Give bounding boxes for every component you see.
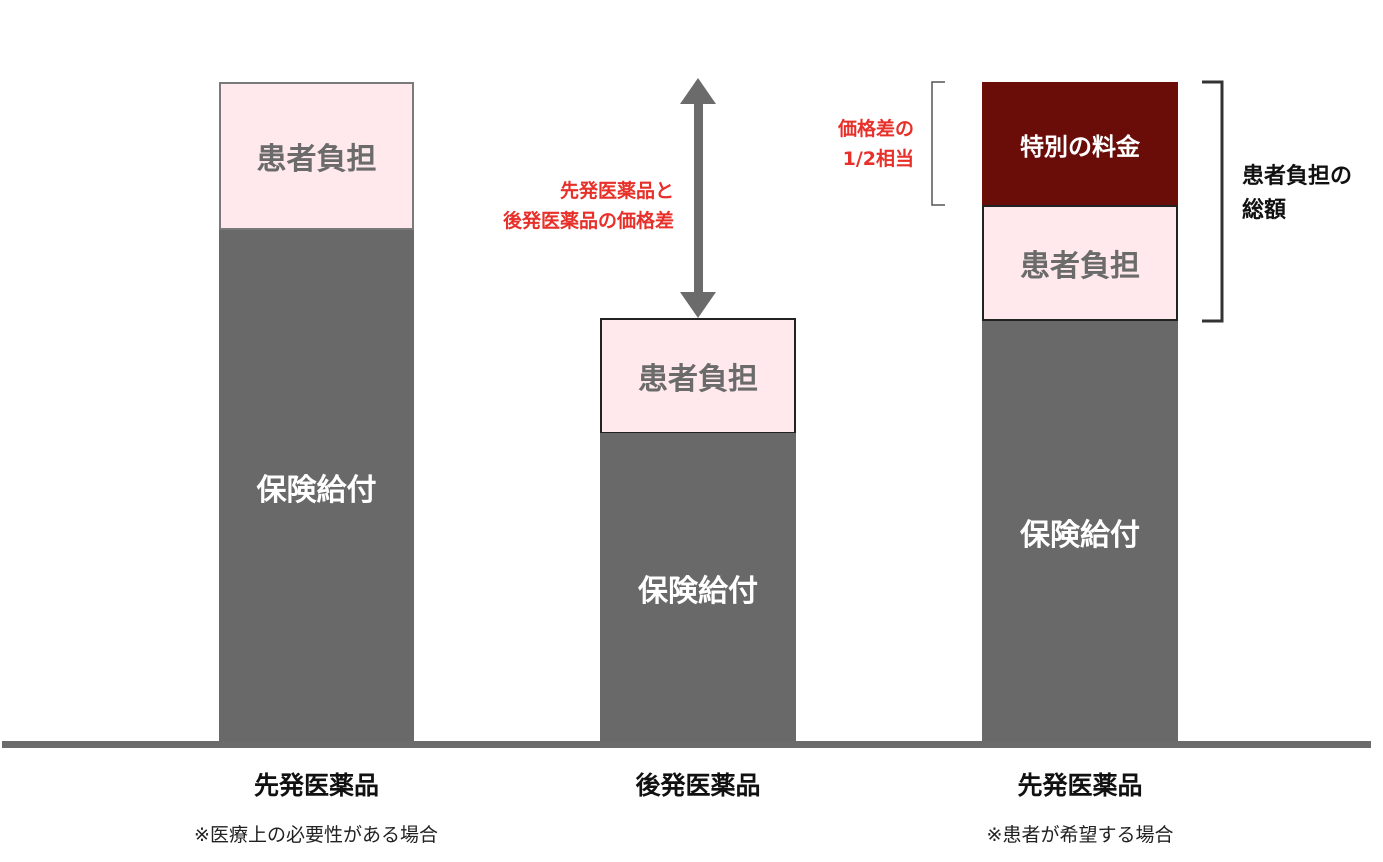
price-difference-line1: 先発医薬品と bbox=[559, 180, 674, 202]
double-arrow-icon bbox=[680, 78, 716, 318]
bar1-insurance-benefit: 保険給付 bbox=[219, 230, 414, 743]
bar2-insurance-benefit: 保険給付 bbox=[600, 433, 796, 743]
bar3-condition-note: ※患者が希望する場合 bbox=[986, 824, 1174, 846]
bar1-patient-share: 患者負担 bbox=[219, 82, 414, 230]
total-burden-annotation: 患者負担の 総額 bbox=[1242, 160, 1352, 228]
half-difference-annotation: 価格差の 1/2相当 bbox=[838, 114, 914, 174]
bar3-patient-share: 患者負担 bbox=[982, 205, 1178, 321]
price-difference-annotation: 先発医薬品と 後発医薬品の価格差 bbox=[503, 176, 674, 236]
bar3-category-label: 先発医薬品 bbox=[1017, 771, 1143, 800]
bar2-category-label: 後発医薬品 bbox=[635, 771, 761, 800]
half-difference-line1: 価格差の bbox=[837, 118, 914, 140]
bar1-category-label: 先発医薬品 bbox=[253, 771, 379, 800]
half-diff-bracket bbox=[931, 81, 945, 206]
total-burden-line2: 総額 bbox=[1242, 198, 1287, 223]
bar2-patient-share: 患者負担 bbox=[600, 318, 796, 434]
baseline-axis bbox=[2, 741, 1371, 748]
total-burden-line1: 患者負担の bbox=[1242, 164, 1353, 189]
total-burden-bracket bbox=[1202, 80, 1224, 323]
bar1-condition-note: ※医療上の必要性がある場合 bbox=[194, 824, 438, 846]
price-difference-line2: 後発医薬品の価格差 bbox=[502, 210, 674, 232]
half-difference-line2: 1/2相当 bbox=[842, 148, 914, 170]
bar3-insurance-benefit: 保険給付 bbox=[982, 321, 1178, 743]
bar3-special-fee: 特別の料金 bbox=[982, 82, 1178, 206]
